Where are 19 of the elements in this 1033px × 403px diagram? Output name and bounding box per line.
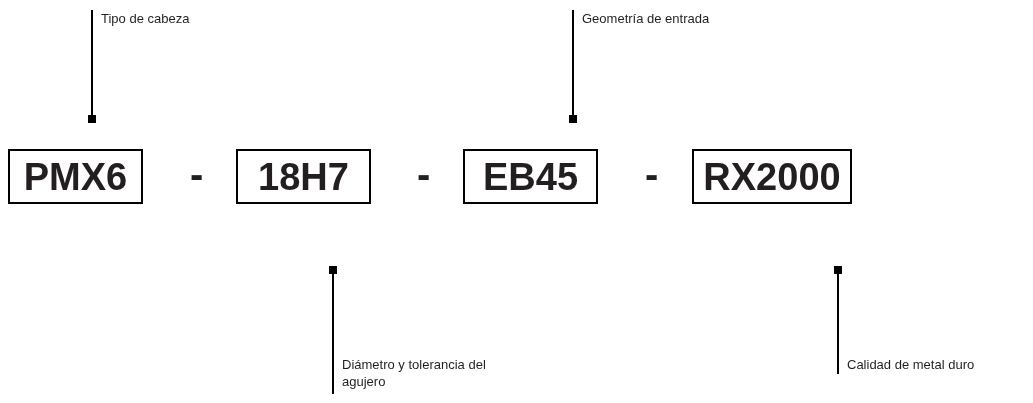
separator-dash: - <box>645 154 659 194</box>
code-segment-box <box>8 149 143 204</box>
leader-label: Diámetro y tolerancia del agujero <box>342 356 487 390</box>
leader-line <box>569 9 577 123</box>
leader-label: Geometría de entrada <box>582 10 711 27</box>
code-text: PMX6 <box>23 157 128 196</box>
leader-line <box>834 266 842 375</box>
code-segment-box <box>692 149 852 204</box>
leader-line <box>329 266 337 395</box>
code-text: RX2000 <box>703 157 841 196</box>
separator-dash: - <box>190 154 204 194</box>
code-text: 18H7 <box>258 157 349 196</box>
code-segment-box <box>236 149 371 204</box>
code-text: EB45 <box>482 157 579 196</box>
code-segment-box <box>463 149 598 204</box>
separator-dash: - <box>417 154 431 194</box>
leader-label: Tipo de cabeza <box>101 10 191 27</box>
leader-line <box>88 9 96 123</box>
leader-label: Calidad de metal duro <box>847 356 976 373</box>
